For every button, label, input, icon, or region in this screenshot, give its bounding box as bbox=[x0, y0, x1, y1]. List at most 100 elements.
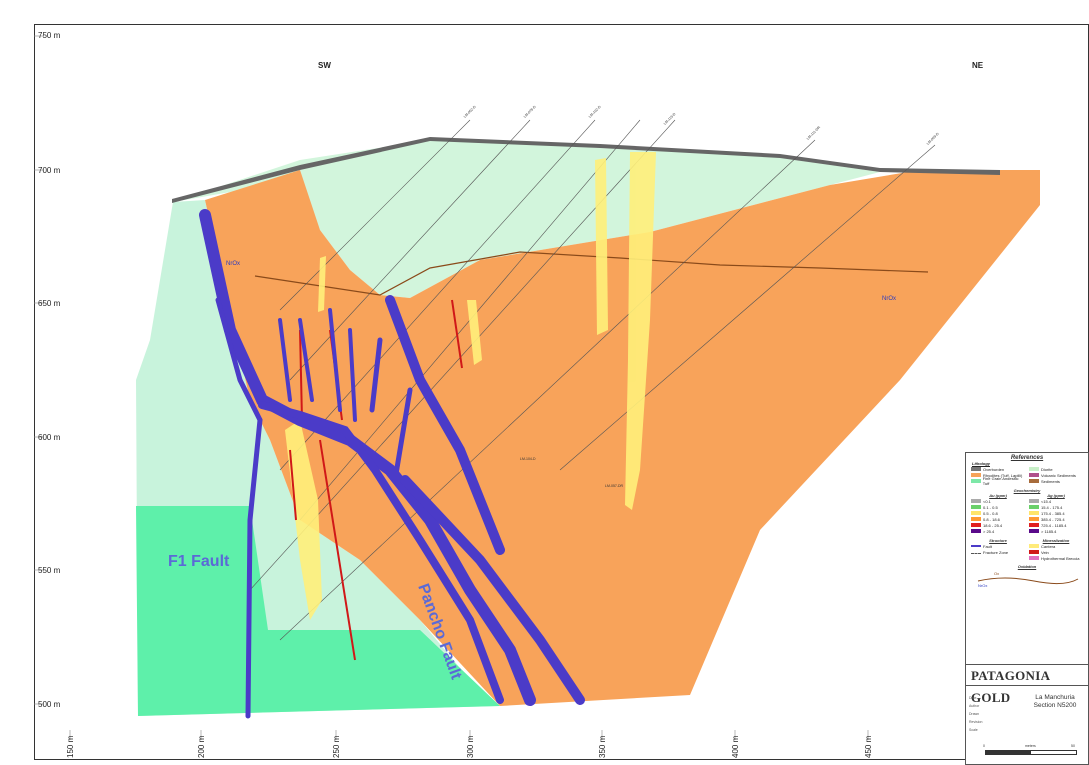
project-name: La Manchuria bbox=[1035, 694, 1075, 701]
legend-item: Fine Grain Andesitic Tuff bbox=[971, 476, 1025, 486]
legend-label: 0.5 - 0.8 bbox=[983, 510, 998, 516]
geochem-title: Geochemistry bbox=[1013, 488, 1041, 493]
legend-panel: References Lithology Overburden Diorite … bbox=[965, 452, 1089, 765]
elev-750: 750 m bbox=[38, 31, 61, 40]
ag-title: Ag (ppm) bbox=[1047, 493, 1065, 498]
legend-item: Fracture Zone bbox=[971, 549, 1025, 555]
faults bbox=[199, 209, 585, 719]
dist-350: 350 m bbox=[598, 735, 607, 758]
legend-label: Volcanic Sediments bbox=[1041, 472, 1076, 478]
f1-fault-label: F1 Fault bbox=[168, 553, 230, 570]
row-drawn: Drawn bbox=[969, 712, 980, 716]
swatch bbox=[971, 479, 981, 483]
oxidation-label-right: NrOx bbox=[882, 296, 896, 302]
legend-label: 725.4 - 1185.4 bbox=[1041, 522, 1067, 528]
swatch bbox=[971, 467, 981, 471]
scale-unit: meters bbox=[1025, 744, 1036, 748]
legend-label: Fault bbox=[983, 543, 992, 549]
hole-label: LM-078-D bbox=[523, 105, 537, 119]
hole-label: LM-057-DR bbox=[605, 484, 624, 488]
swatch bbox=[1029, 523, 1039, 527]
swatch bbox=[1029, 479, 1039, 483]
elev-500: 500 m bbox=[38, 700, 61, 709]
legend-label: Fracture Zone bbox=[983, 549, 1009, 555]
company-brand: PATAGONIA GOLD bbox=[965, 664, 1089, 705]
row-scale: Scale bbox=[969, 728, 978, 732]
oxidation-line-icon bbox=[977, 577, 1079, 585]
ox-label: Ox bbox=[994, 571, 1000, 576]
legend-label: 15.4 - 175.4 bbox=[1041, 504, 1063, 510]
legend-item: Cantera bbox=[1029, 543, 1083, 549]
titleblock-rows: Date Author Drawn Revision Scale bbox=[969, 694, 982, 734]
hole-label: LM-102-D bbox=[588, 105, 602, 119]
cantera-zones bbox=[285, 152, 656, 620]
swatch bbox=[971, 499, 981, 503]
oxidation-line bbox=[254, 251, 929, 296]
legend-title: References bbox=[1010, 455, 1044, 461]
legend-label: Cantera bbox=[1041, 543, 1056, 549]
legend-item: Sediments bbox=[1029, 478, 1083, 484]
legend-item: Hydrothermal Breccia bbox=[1029, 555, 1083, 561]
row-revision: Revision bbox=[969, 720, 983, 724]
swatch bbox=[971, 529, 981, 533]
legend-label: 0.8 - 18.6 bbox=[983, 516, 1000, 522]
swatch bbox=[1029, 473, 1039, 477]
dist-400: 400 m bbox=[731, 735, 740, 758]
legend-label: Diorite bbox=[1041, 466, 1053, 472]
title-block: La Manchuria Section N5200 Date Author D… bbox=[965, 686, 1089, 765]
structure-title: Structure bbox=[989, 538, 1007, 543]
hole-label: LM-104-D bbox=[520, 457, 536, 461]
row-date: Date bbox=[969, 696, 977, 700]
legend-label: 0.1 - 0.5 bbox=[983, 504, 998, 510]
legend-label: 18.6 - 25.4 bbox=[983, 522, 1003, 528]
legend-item: > 25.4 bbox=[971, 528, 1025, 534]
hole-label: LM-111-DR bbox=[806, 125, 822, 141]
dist-450: 450 m bbox=[864, 735, 873, 758]
au-title: Au (ppm) bbox=[989, 493, 1007, 498]
legend-item: <0.1 bbox=[971, 498, 1025, 504]
elev-550: 550 m bbox=[38, 566, 61, 575]
elev-600: 600 m bbox=[38, 433, 61, 442]
diorite-body bbox=[173, 140, 880, 298]
hole-label: LM-052-D bbox=[463, 105, 477, 119]
oxidation-label-left: NrOx bbox=[226, 261, 240, 267]
dist-300: 300 m bbox=[466, 735, 475, 758]
legend-label: > 25.4 bbox=[983, 528, 995, 534]
legend-item: <15.4 bbox=[1029, 498, 1083, 504]
elev-650: 650 m bbox=[38, 299, 61, 308]
dist-150: 150 m bbox=[66, 735, 75, 758]
swatch bbox=[1029, 517, 1039, 521]
lithology-title: Lithology bbox=[972, 461, 990, 466]
fault-icon bbox=[971, 545, 981, 547]
legend-label: Vein bbox=[1041, 549, 1049, 555]
hole-label: LM-115-D bbox=[663, 112, 677, 126]
hole-label: LM-099-D bbox=[926, 132, 940, 146]
lithology-list: Overburden Diorite Rhyolites (Tuff, Lapi… bbox=[966, 466, 1088, 486]
rhyolite-body bbox=[205, 170, 1040, 706]
orientation-ne: NE bbox=[972, 61, 984, 70]
andesitic-tuff-green bbox=[136, 506, 500, 716]
legend-item: Fault bbox=[971, 543, 1025, 549]
dist-200: 200 m bbox=[197, 735, 206, 758]
swatch bbox=[971, 505, 981, 509]
legend-label: Hydrothermal Breccia bbox=[1041, 555, 1080, 561]
legend-label: Rhyolites (Tuff, Lapilli) bbox=[983, 472, 1023, 478]
swatch bbox=[1029, 529, 1039, 533]
legend-item: > 1185.4 bbox=[1029, 528, 1083, 534]
scale-bar bbox=[985, 750, 1077, 755]
legend-item: Vein bbox=[1029, 549, 1083, 555]
scale-0: 0 bbox=[983, 744, 985, 748]
orientation-sw: SW bbox=[318, 61, 331, 70]
geochem-grid: Au (ppm) Ag (ppm) <0.1 <15.4 0.1 - 0.5 1… bbox=[966, 493, 1088, 534]
legend-item: 18.6 - 25.4 bbox=[971, 522, 1025, 528]
legend-item: Overburden bbox=[971, 466, 1025, 472]
structure-mineral-grid: Structure Mineralization Fault Cantera F… bbox=[966, 538, 1088, 561]
swatch bbox=[971, 473, 981, 477]
dist-250: 250 m bbox=[332, 735, 341, 758]
swatch bbox=[1029, 467, 1039, 471]
swatch bbox=[971, 517, 981, 521]
swatch bbox=[971, 511, 981, 515]
fracture-icon bbox=[971, 551, 981, 554]
legend-item: Diorite bbox=[1029, 466, 1083, 472]
